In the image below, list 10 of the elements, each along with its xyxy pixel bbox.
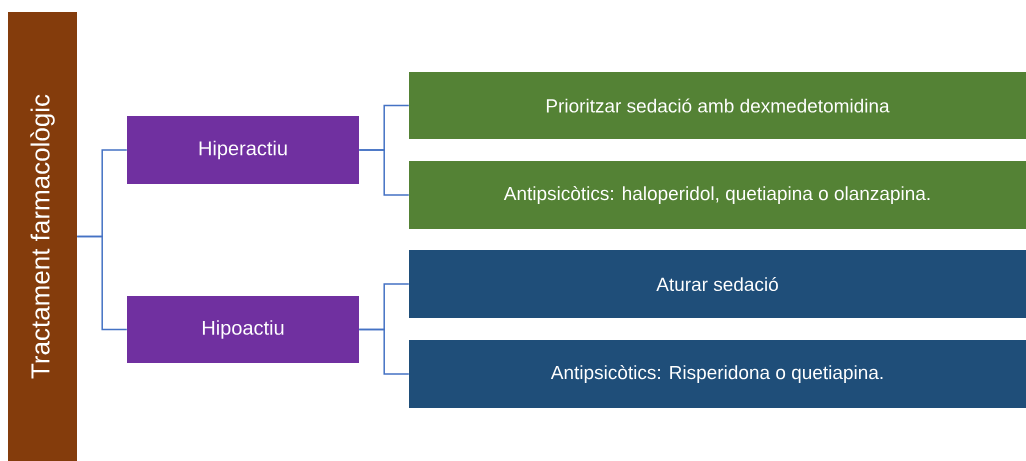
connector <box>358 328 410 375</box>
treatment-box: Antipsicòtics: haloperidol, quetiapina o olanzapina. <box>409 161 1026 229</box>
category-box: Hiperactiu <box>127 116 359 184</box>
connector <box>358 149 410 196</box>
connector <box>76 235 128 331</box>
category-box: Hipoactiu <box>127 296 359 363</box>
title-band: Tractament farmacològic <box>8 12 77 461</box>
treatment-box: Antipsicòtics: Risperidona o quetiapina. <box>409 340 1026 408</box>
treatment-box: Prioritzar sedació amb dexmedetomidina <box>409 72 1026 139</box>
treatment-box: Aturar sedació <box>409 250 1026 318</box>
